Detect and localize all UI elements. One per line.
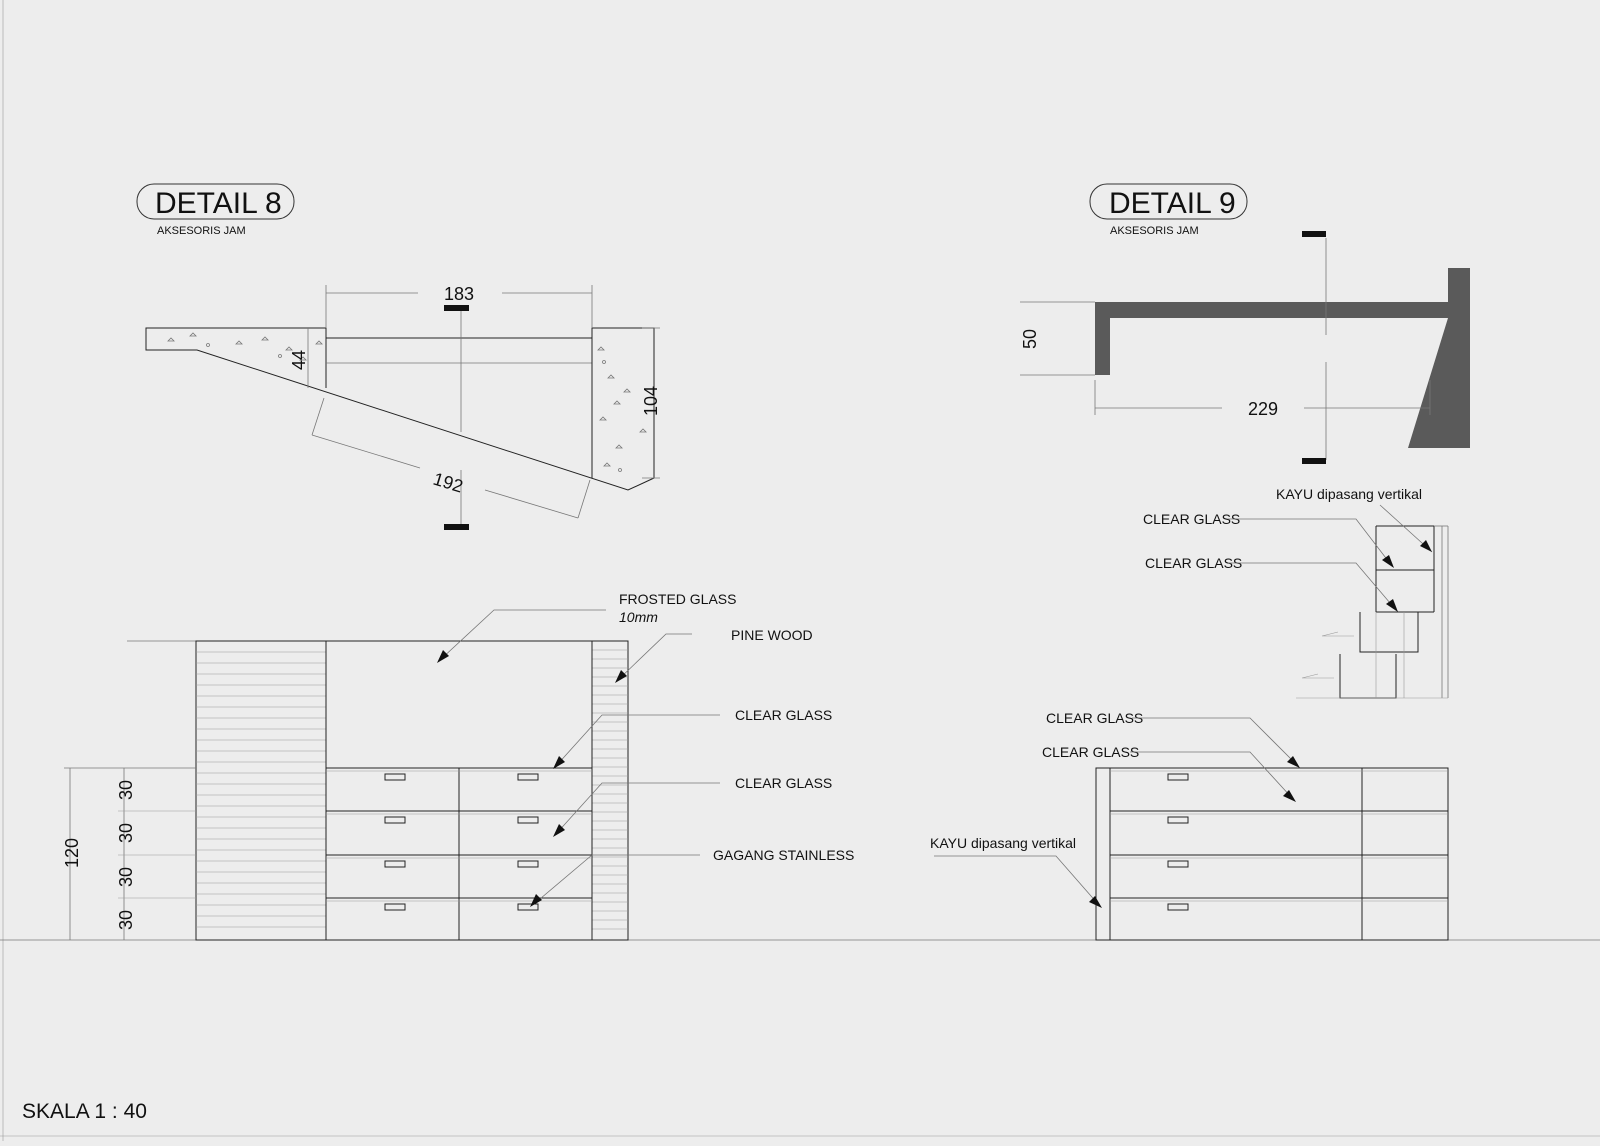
dim-30-label-1: 30 [116,780,136,800]
label-clear-glass-upper-1: CLEAR GLASS [1143,511,1240,527]
dim-50-label: 50 [1020,329,1040,349]
label-clear-glass-upper-2: CLEAR GLASS [1145,555,1242,571]
elev-left-louver-panel [195,640,327,941]
arrow-clear-glass-left-1 [553,756,565,769]
handle [1167,773,1189,781]
handle [517,860,539,868]
label-frosted-glass-thickness: 10mm [619,609,658,625]
detail-9-title: DETAIL 9 [1109,187,1236,220]
step-4 [1339,654,1397,699]
dim-30-label-2: 30 [116,823,136,843]
label-gagang-stainless: GAGANG STAINLESS [713,847,854,863]
arrow-frosted-glass [437,650,449,663]
dim-192-label: 192 [431,469,466,497]
dim-229-label: 229 [1248,399,1278,419]
handle [517,773,539,781]
dim-192-line-right [484,489,579,519]
arrow-pine-wood [615,670,627,683]
detail-8-section-mark-bottom [444,524,469,530]
detail-9-section-mark-top [1302,231,1326,237]
elevation-right: CLEAR GLASS CLEAR GLASS KAYU dipasang ve… [930,710,1449,941]
dim-120-label: 120 [62,838,82,868]
arrow-clear-glass-left-2 [553,824,565,837]
leader-clear-glass-left-2 [555,782,720,835]
elev-left-pine-slats [592,649,628,930]
label-pine-wood: PINE WOOD [731,627,813,643]
detail-8-title-pill [136,183,295,220]
elevation-left: 120 30 30 30 30 FROSTED GLASS 10mm PINE … [62,591,854,941]
leader-pine-wood [617,633,692,681]
dim-104-label: 104 [641,386,661,416]
arrow-gagang-stainless [530,894,542,907]
detail-9-solid-section [1095,268,1470,448]
leader-frosted-glass [439,609,606,661]
leader-clear-glass-left-1 [555,714,720,767]
handle [384,773,406,781]
arrow-clear-glass-upper-2 [1386,599,1398,612]
detail-9-stepped-section [1296,525,1449,699]
handle [517,903,539,911]
dim-192-ext-right [577,479,591,519]
dim-192-ext-left [311,397,325,436]
label-clear-glass-left-2: CLEAR GLASS [735,775,832,791]
detail-9-title-pill [1089,183,1248,220]
label-clear-glass-right-2: CLEAR GLASS [1042,744,1139,760]
label-clear-glass-left-1: CLEAR GLASS [735,707,832,723]
dim-30-label-4: 30 [116,910,136,930]
handle [517,816,539,824]
leader-clear-glass-upper-2 [1228,562,1397,611]
dim-44-label: 44 [289,350,309,370]
leader-kayu-lower [934,855,1099,905]
detail-8: DETAIL 8 AKSESORIS JAM 183 [136,183,661,530]
label-frosted-glass: FROSTED GLASS [619,591,736,607]
leader-clear-glass-right-1 [1132,717,1297,765]
arrow-clear-glass-right-1 [1287,756,1300,768]
detail-8-outline [145,327,655,491]
detail-8-section-mark-top [444,305,469,311]
label-kayu-vertikal-lower: KAYU dipasang vertikal [930,835,1076,851]
leader-clear-glass-upper-1 [1228,518,1393,567]
elev-right-frame [1095,767,1449,941]
handle [384,860,406,868]
leader-gagang-stainless [533,854,700,905]
arrow-clear-glass-upper-1 [1382,555,1394,568]
dim-192-line-left [311,434,421,469]
detail-8-subtitle: AKSESORIS JAM [157,225,246,237]
step-leader-stub-1 [1321,631,1354,637]
arrow-kayu-upper [1420,540,1432,552]
label-kayu-vertikal-upper: KAYU dipasang vertikal [1276,486,1422,502]
arrow-clear-glass-right-2 [1283,790,1296,802]
detail-8-concrete-hatch [167,332,647,472]
leader-clear-glass-right-2 [1130,751,1293,799]
scale-label: SKALA 1 : 40 [22,1100,147,1123]
step-3 [1359,612,1419,653]
dim-30-label-3: 30 [116,867,136,887]
handle [384,903,406,911]
detail-9-subtitle: AKSESORIS JAM [1110,225,1199,237]
handle [1167,860,1189,868]
label-clear-glass-right-1: CLEAR GLASS [1046,710,1143,726]
handle [1167,903,1189,911]
arrow-kayu-lower [1089,896,1102,908]
detail-8-section-drawing: 183 44 104 192 [145,284,661,530]
detail-9: DETAIL 9 AKSESORIS JAM 50 229 [1020,183,1470,699]
handle [384,816,406,824]
elev-left-drawers [326,767,592,911]
step-leader-stub-2 [1301,673,1334,679]
elev-left-louver-slats [196,651,326,928]
detail-8-title: DETAIL 8 [155,187,282,220]
handle [1167,816,1189,824]
detail-9-section-mark-bottom [1302,458,1326,464]
detail-9-section-drawing: 50 229 [1020,231,1470,464]
dim-183-label: 183 [444,284,474,304]
